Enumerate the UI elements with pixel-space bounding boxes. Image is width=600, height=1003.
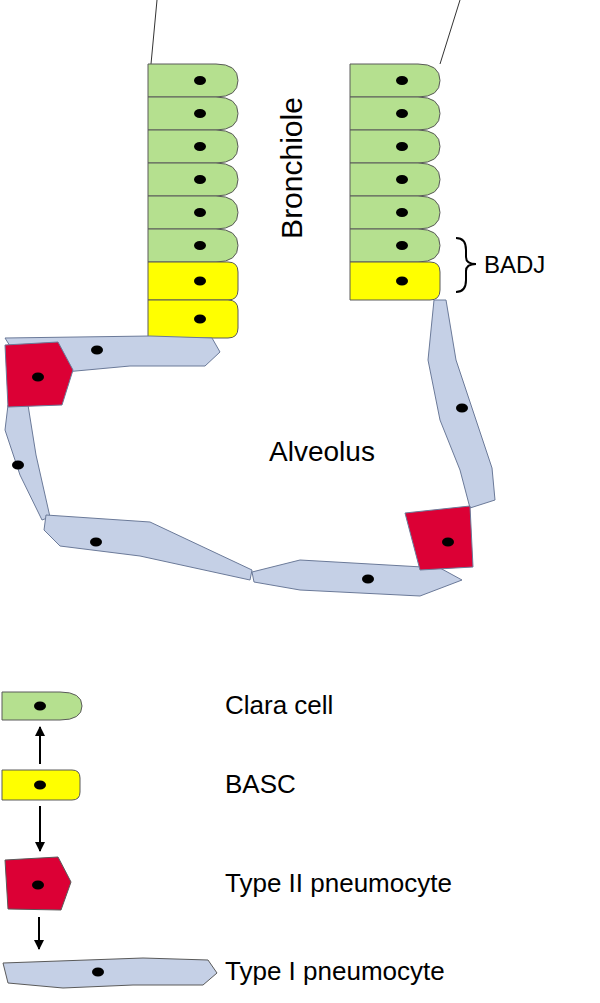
lineage-arrow bbox=[39, 727, 41, 764]
nucleus bbox=[442, 538, 454, 547]
alveolus-wall bbox=[5, 300, 495, 596]
region-label: Bronchiole bbox=[275, 97, 310, 239]
legend-cell-entry: BASC bbox=[0, 769, 560, 801]
clara-cell bbox=[148, 229, 238, 262]
clara-cell bbox=[350, 196, 440, 229]
nucleus bbox=[91, 346, 103, 355]
type-ii-cell bbox=[405, 506, 473, 570]
clara-cell bbox=[350, 97, 440, 130]
type-i-cell bbox=[5, 405, 50, 520]
cell-outline bbox=[5, 857, 71, 910]
nucleus bbox=[12, 461, 24, 470]
cell-type-name: BASC bbox=[225, 770, 296, 800]
bronchiole-left-wall bbox=[148, 64, 238, 338]
clara-cell bbox=[350, 163, 440, 196]
nucleus bbox=[34, 701, 46, 710]
nucleus bbox=[34, 781, 46, 790]
clara-cell bbox=[350, 130, 440, 163]
cell-type-name: Type II pneumocyte bbox=[225, 869, 452, 899]
type-ii-sample bbox=[0, 857, 72, 911]
clara-cell bbox=[350, 64, 440, 97]
basc-cell bbox=[350, 262, 440, 300]
basc-cell bbox=[148, 262, 238, 300]
region-label: Alveolus bbox=[269, 436, 375, 468]
basc-sample bbox=[0, 770, 80, 800]
nucleus bbox=[362, 575, 374, 584]
legend-cell-entry: Type II pneumocyte bbox=[0, 856, 580, 912]
clara-cell bbox=[350, 229, 440, 262]
clara-cell bbox=[148, 196, 238, 229]
type-i-sample bbox=[0, 955, 218, 989]
type-i-cell bbox=[44, 515, 252, 580]
cell-outline bbox=[3, 958, 217, 988]
clara-cell bbox=[148, 130, 238, 163]
clara-cell bbox=[148, 64, 238, 97]
cell-type-name: Clara cell bbox=[225, 691, 333, 721]
nucleus bbox=[32, 881, 44, 890]
legend-cell-entry: Type I pneumocyte bbox=[0, 954, 580, 990]
clara-cell bbox=[148, 163, 238, 196]
lineage-arrow bbox=[38, 917, 40, 949]
zone-label: BADJ bbox=[484, 251, 545, 279]
cell-type-name: Type I pneumocyte bbox=[225, 957, 445, 987]
basc-cell bbox=[148, 300, 238, 338]
cell-outline bbox=[2, 692, 82, 720]
airway-wall-line bbox=[151, 0, 157, 64]
badj-bracket bbox=[456, 238, 476, 292]
bronchiole-right-wall bbox=[350, 64, 440, 300]
nucleus bbox=[92, 968, 104, 977]
type-ii-cell bbox=[5, 342, 73, 407]
airway-wall-line bbox=[440, 0, 460, 64]
lineage-arrow bbox=[39, 806, 41, 851]
clara-cell bbox=[148, 97, 238, 130]
legend-cell-entry: Clara cell bbox=[0, 690, 560, 722]
clara-cell-sample bbox=[0, 692, 82, 720]
nucleus bbox=[90, 538, 102, 547]
nucleus bbox=[32, 373, 44, 382]
nucleus bbox=[456, 404, 468, 413]
type-i-cell bbox=[428, 300, 495, 508]
cell-outline bbox=[2, 770, 80, 800]
